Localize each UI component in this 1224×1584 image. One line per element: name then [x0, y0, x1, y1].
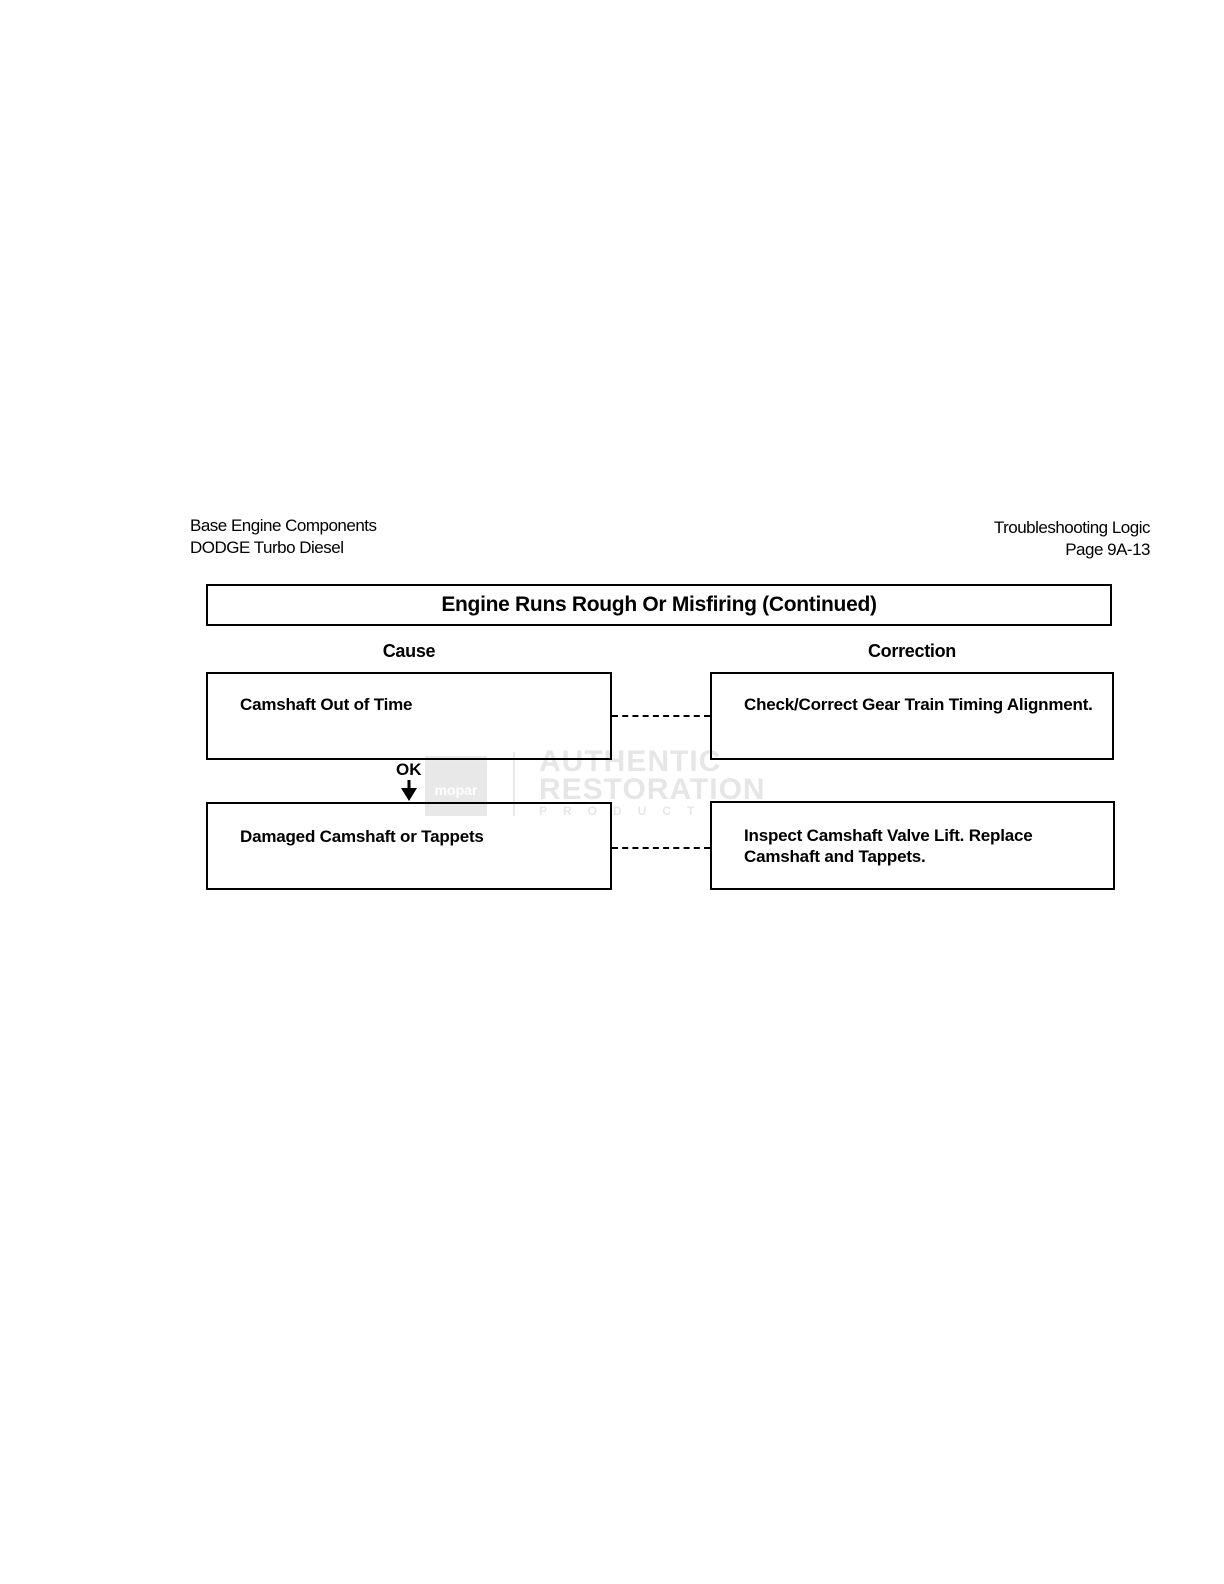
header-left: Base Engine Components DODGE Turbo Diese…	[190, 515, 377, 559]
correction-box-2: Inspect Camshaft Valve Lift. Replace Cam…	[710, 801, 1115, 890]
cause-text-2: Damaged Camshaft or Tappets	[240, 827, 484, 846]
cause-column-heading: Cause	[382, 641, 436, 661]
chapter-name: Troubleshooting Logic	[993, 518, 1151, 537]
correction-text-1: Check/Correct Gear Train Timing Alignmen…	[744, 695, 1093, 714]
page-number: Page 9A-13	[1065, 540, 1150, 559]
ok-label: OK	[396, 760, 422, 779]
cause-text-1: Camshaft Out of Time	[240, 695, 413, 714]
header-right: Troubleshooting Logic Page 9A-13	[993, 517, 1151, 561]
chart-title: Engine Runs Rough Or Misfiring (Continue…	[441, 593, 877, 616]
vehicle-name: DODGE Turbo Diesel	[190, 538, 344, 557]
correction-column-heading: Correction	[867, 641, 956, 661]
correction-box-1: Check/Correct Gear Train Timing Alignmen…	[710, 672, 1114, 760]
section-name: Base Engine Components	[190, 516, 377, 535]
cause-box-2: Damaged Camshaft or Tappets	[206, 802, 612, 890]
down-arrow-icon	[401, 780, 417, 801]
cause-box-1: Camshaft Out of Time	[206, 672, 612, 760]
chart-title-box: Engine Runs Rough Or Misfiring (Continue…	[206, 584, 1112, 626]
dashed-connector-2	[612, 847, 710, 849]
correction-text-2: Inspect Camshaft Valve Lift. Replace Cam…	[744, 826, 1033, 866]
dashed-connector-1	[612, 715, 710, 717]
